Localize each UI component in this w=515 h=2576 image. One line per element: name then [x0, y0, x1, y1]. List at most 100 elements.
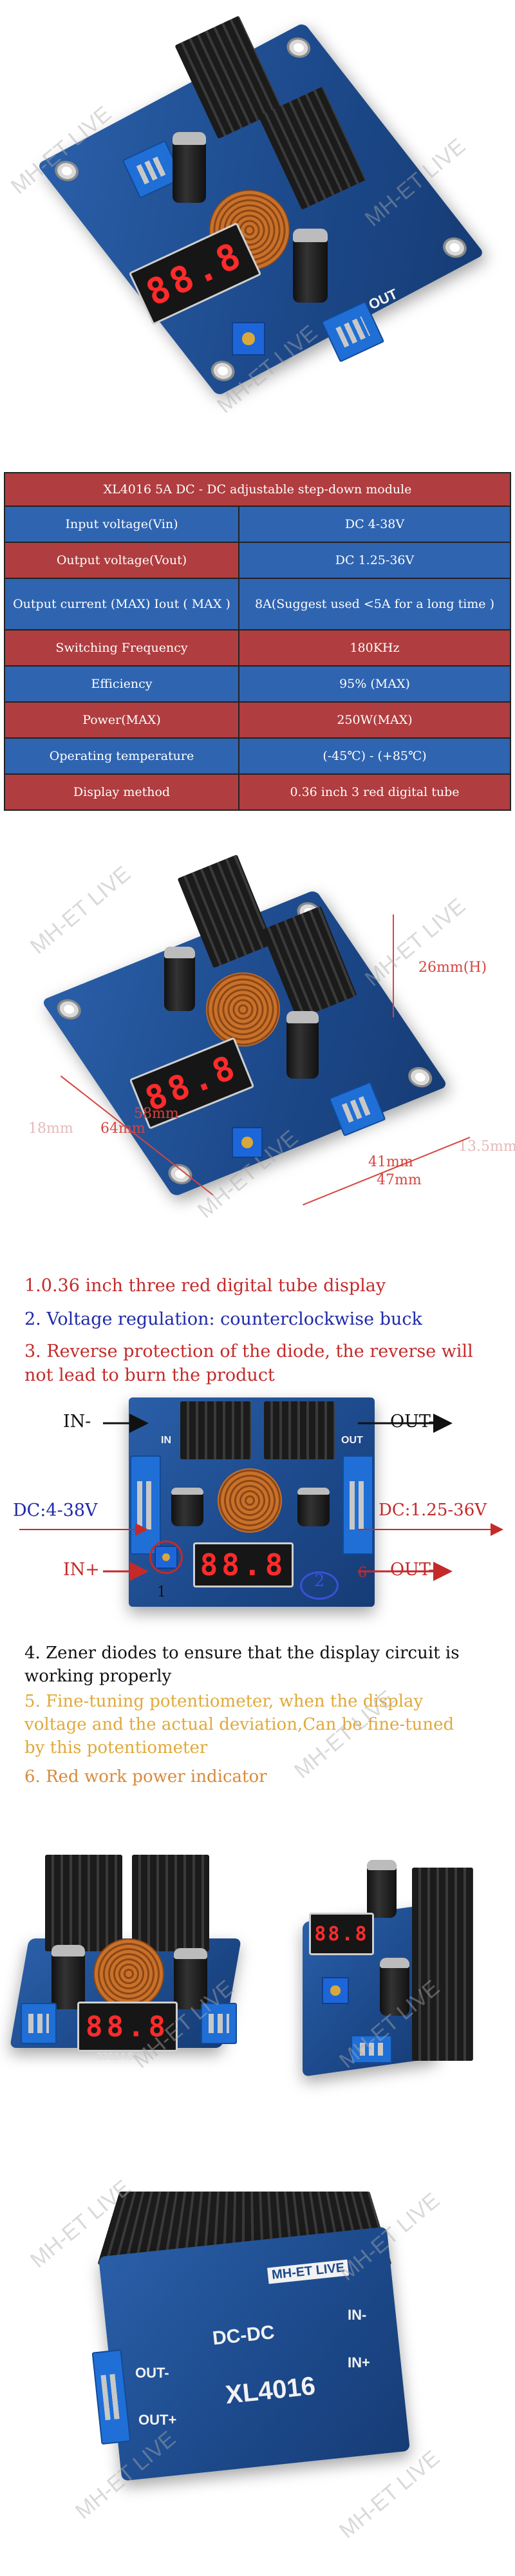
spec-label: Output voltage(Vout): [4, 542, 239, 579]
back-out-minus-label: OUT-: [135, 2365, 169, 2381]
spec-value: 250W(MAX): [238, 701, 511, 739]
top-product-image: 88.8 OUT MH-ET LIVE MH-ET LIVE MH-ET LIV…: [0, 0, 515, 464]
spec-label: Efficiency: [4, 665, 239, 703]
number-6: 6: [358, 1565, 367, 1581]
display-model-label: 3361AS: [97, 2051, 134, 2062]
heatsink: [264, 1401, 335, 1459]
capacitor: [164, 947, 195, 1011]
mount-hole: [438, 233, 472, 262]
in-silk-label: IN: [161, 1435, 171, 1446]
heatsink: [45, 1855, 122, 1951]
feature-6: 6. Red work power indicator: [24, 1767, 267, 1786]
dimension-line: [393, 914, 397, 1018]
dimension-width: 47mm: [377, 1172, 422, 1188]
terminal-block: [351, 2035, 392, 2063]
spec-table: XL4016 5A DC - DC adjustable step-down m…: [4, 472, 511, 811]
spec-value: 8A(Suggest used <5A for a long time ): [238, 578, 511, 630]
inductor-coil: [218, 1468, 282, 1533]
spec-value: 0.36 inch 3 red digital tube: [238, 773, 511, 811]
feature-3: 3. Reverse protection of the diode, the …: [24, 1341, 473, 1386]
led-display: 88.8: [77, 2002, 178, 2052]
mount-hole: [282, 33, 315, 62]
out-minus-bottom-label: OUT-: [390, 1560, 435, 1580]
heatsink: [180, 1401, 251, 1459]
terminal-block-out: [342, 1455, 373, 1555]
capacitor: [52, 1945, 85, 2009]
spec-label: Display method: [4, 773, 239, 811]
spec-label: Operating temperature: [4, 737, 239, 775]
capacitor: [171, 1488, 203, 1526]
inductor-coil: [206, 972, 280, 1046]
spec-table-title-row: XL4016 5A DC - DC adjustable step-down m…: [4, 472, 511, 507]
terminal-block-in: [130, 1455, 161, 1555]
spec-value: (-45℃) - (+85℃): [238, 737, 511, 775]
mount-hole: [164, 1160, 197, 1188]
potentiometer: [322, 1977, 349, 2004]
dimension-left: 18mm: [28, 1121, 73, 1137]
table-row: Operating temperature (-45℃) - (+85℃): [4, 737, 511, 775]
capacitor: [173, 132, 206, 203]
indicator-ring-1: [149, 1540, 183, 1574]
dc-out-label: DC:1.25-36V: [379, 1501, 487, 1520]
potentiometer: [232, 1127, 263, 1158]
dimension-line: [303, 1137, 471, 1206]
side-photos: 88.8 3361AS 88.8 MH-ET LIVE MH-ET LIVE: [0, 1842, 515, 2112]
feature-2: 2. Voltage regulation: counterclockwise …: [24, 1309, 422, 1329]
feature-5: 5. Fine-tuning potentiometer, when the d…: [24, 1692, 454, 1757]
dimension-right: 13.5mm: [458, 1139, 515, 1155]
back-photo: MH-ET LIVE DC-DC XL4016 IN- IN+ OUT- OUT…: [0, 2138, 515, 2576]
dc-in-label: DC:4-38V: [13, 1501, 98, 1520]
indicator-ring-2: [300, 1571, 339, 1600]
watermark: MH-ET LIVE: [360, 893, 471, 992]
table-row: Output voltage(Vout) DC 1.25-36V: [4, 542, 511, 579]
spec-label: Switching Frequency: [4, 629, 239, 667]
mount-hole: [404, 1063, 437, 1091]
table-row: Input voltage(Vin) DC 4-38V: [4, 506, 511, 543]
table-row: Output current (MAX) Iout ( MAX ) 8A(Sug…: [4, 578, 511, 630]
heatsink: [132, 1855, 209, 1951]
capacitor: [367, 1860, 397, 1918]
feature-4: 4. Zener diodes to ensure that the displ…: [24, 1643, 460, 1686]
capacitor: [380, 1958, 409, 2016]
table-row: Switching Frequency 180KHz: [4, 629, 511, 667]
capacitor: [293, 229, 328, 303]
inductor-coil: [93, 1938, 164, 2009]
spec-value: DC 4-38V: [238, 506, 511, 543]
number-2: 2: [314, 1571, 325, 1591]
display-digits: 88.8: [200, 1548, 287, 1582]
in-plus-label: IN+: [63, 1560, 100, 1580]
table-row: Display method 0.36 inch 3 red digital t…: [4, 773, 511, 811]
dimension-inner-length: 58mm: [134, 1106, 179, 1122]
capacitor: [297, 1488, 330, 1526]
spec-table-title: XL4016 5A DC - DC adjustable step-down m…: [4, 472, 511, 507]
back-in-plus-label: IN+: [348, 2354, 370, 2371]
back-in-minus-label: IN-: [348, 2307, 367, 2323]
watermark: MH-ET LIVE: [335, 2445, 445, 2544]
spec-value: 95% (MAX): [238, 665, 511, 703]
potentiometer: [232, 322, 265, 355]
out-silk-label: OUT: [341, 1435, 363, 1446]
display-digits: 88.8: [314, 1922, 369, 1946]
display-digits: 88.8: [86, 2010, 169, 2043]
capacitor: [174, 1948, 207, 2009]
terminal-block: [21, 2003, 57, 2044]
heatsink: [412, 1868, 473, 2061]
pcb-board: 88.8 IN OUT: [129, 1397, 375, 1607]
feature-1: 1.0.36 inch three red digital tube displ…: [24, 1276, 386, 1296]
table-row: Power(MAX) 250W(MAX): [4, 701, 511, 739]
wiring-diagram: 88.8 IN OUT IN- DC:4-38V IN+ OUT- DC:1.2…: [0, 1397, 515, 1629]
dimension-inner-width: 41mm: [368, 1154, 413, 1170]
dimension-height: 26mm(H): [418, 960, 487, 976]
out-minus-top-label: OUT-: [390, 1412, 435, 1432]
number-1: 1: [157, 1584, 166, 1600]
led-display: 88.8: [309, 1913, 374, 1955]
watermark: MH-ET LIVE: [26, 861, 136, 960]
terminal-block: [201, 2003, 237, 2044]
capacitor: [286, 1011, 319, 1079]
spec-label: Power(MAX): [4, 701, 239, 739]
mount-hole: [52, 996, 86, 1023]
spec-value: DC 1.25-36V: [238, 542, 511, 579]
spec-label: Input voltage(Vin): [4, 506, 239, 543]
spec-label: Output current (MAX) Iout ( MAX ): [4, 578, 239, 630]
led-display: 88.8: [193, 1542, 294, 1587]
